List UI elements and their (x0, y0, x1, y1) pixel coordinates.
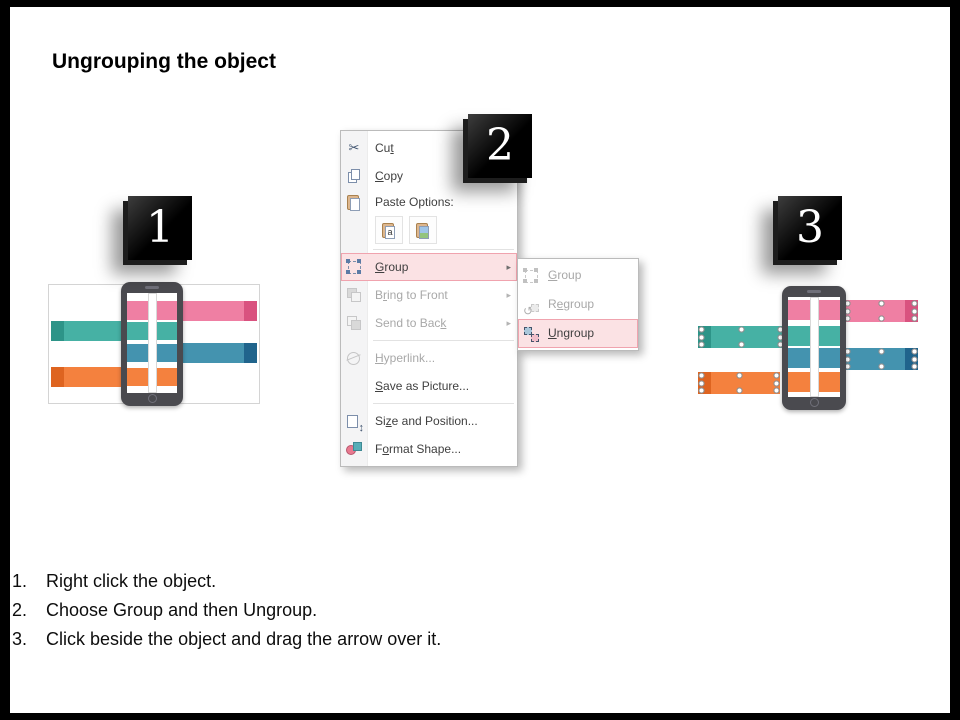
menu-item-label: Hyperlink... (375, 351, 436, 365)
step-2-badge: 2 (468, 114, 532, 178)
step-1-number: 1 (146, 202, 174, 253)
step-3-badge: 3 (778, 196, 842, 260)
copy-icon (346, 168, 362, 184)
phone-screen (788, 297, 840, 397)
regroup-icon (523, 297, 539, 326)
menu-item-label: Format Shape... (375, 442, 462, 456)
smartphone-graphic-selected (782, 286, 846, 410)
submenu-arrow-icon: ▸ (506, 290, 511, 300)
orange-bar (51, 367, 127, 387)
menu-item-cut[interactable]: Cut (341, 134, 517, 162)
screen-center-divider (147, 293, 157, 393)
bring-to-front-icon (346, 287, 362, 303)
smartphone-graphic (121, 282, 183, 406)
scissors-icon (346, 140, 362, 156)
paste-as-picture-button[interactable] (409, 216, 437, 244)
menu-item-label: Ungroup (548, 326, 595, 340)
menu-separator (373, 403, 514, 404)
menu-item-format-shape[interactable]: Format Shape... (341, 435, 517, 463)
menu-item-bring-to-front: Bring to Front ▸ (341, 281, 517, 309)
submenu-item-regroup: Regroup (518, 290, 638, 326)
submenu-arrow-icon: ▸ (506, 318, 511, 328)
menu-item-label: Copy (375, 169, 404, 183)
screen-center-divider (809, 297, 819, 397)
menu-item-label: Paste Options: (375, 195, 454, 209)
paste-icon (346, 194, 362, 211)
step-1-badge: 1 (128, 196, 192, 260)
paste-picture-icon (415, 222, 431, 239)
group-submenu: GroupRegroupUngroup (517, 258, 639, 351)
instruction-number: 2. (12, 600, 28, 620)
menu-item-label: Save as Picture... (375, 379, 470, 393)
instruction-text: Right click the object. (46, 571, 217, 591)
menu-item-label: Group (375, 260, 409, 274)
menu-item-label: Bring to Front (375, 288, 448, 302)
menu-item-send-to-back: Send to Back ▸ (341, 309, 517, 337)
orange-bar-selected (698, 372, 780, 394)
blue-bar (181, 343, 257, 363)
menu-item-label: Send to Back (375, 316, 447, 330)
instruction-number: 3. (12, 629, 28, 649)
phone-screen (127, 293, 177, 393)
frame-top-bar (0, 0, 960, 7)
pink-bar (181, 301, 257, 321)
paste-options-buttons (341, 214, 517, 246)
submenu-arrow-icon: ▸ (506, 262, 511, 272)
step-3-number: 3 (796, 202, 824, 253)
teal-bar (51, 321, 127, 341)
menu-item-label: Size and Position... (375, 414, 478, 428)
size-position-icon (346, 413, 364, 442)
frame-right-bar (950, 0, 960, 720)
paste-keep-formatting-icon (381, 222, 397, 239)
group-icon (346, 259, 362, 275)
grouped-object-example[interactable] (48, 282, 260, 406)
teal-bar-selected (698, 326, 784, 348)
group-icon (523, 267, 539, 284)
paste-keep-source-formatting-button[interactable] (375, 216, 403, 244)
instruction-item: 3. Click beside the object and drag the a… (12, 625, 441, 654)
submenu-item-group: Group (518, 261, 638, 290)
instruction-item: 1. Right click the object. (12, 567, 441, 596)
menu-item-size-and-position[interactable]: Size and Position... (341, 407, 517, 442)
menu-item-save-as-picture[interactable]: Save as Picture... (341, 372, 517, 400)
pink-bar-selected (844, 300, 918, 322)
submenu-item-ungroup[interactable]: Ungroup (518, 319, 638, 348)
menu-separator (373, 340, 514, 341)
send-to-back-icon (346, 315, 362, 331)
instruction-item: 2. Choose Group and then Ungroup. (12, 596, 441, 625)
step-2-number: 2 (486, 120, 514, 171)
menu-item-label: Cut (375, 141, 394, 155)
instruction-text: Choose Group and then Ungroup. (46, 600, 318, 620)
menu-item-paste-options: Paste Options: (341, 190, 517, 214)
menu-item-hyperlink: Hyperlink... (341, 344, 517, 372)
instructions-list: 1. Right click the object. 2. Choose Group … (12, 567, 441, 654)
format-shape-icon (346, 441, 362, 457)
ungroup-icon (523, 326, 539, 342)
menu-item-label: Group (548, 268, 582, 282)
menu-item-label: Regroup (548, 297, 595, 311)
blue-bar-selected (844, 348, 918, 370)
frame-left-bar (0, 0, 10, 720)
menu-separator (373, 249, 514, 250)
ungrouped-object-example[interactable] (698, 286, 920, 410)
menu-item-copy[interactable]: Copy (341, 162, 517, 190)
page-title: Ungrouping the object (52, 50, 276, 73)
frame-bottom-bar (0, 713, 960, 720)
instruction-number: 1. (12, 571, 28, 591)
instruction-text: Click beside the object and drag the arr… (46, 629, 442, 649)
menu-item-group[interactable]: Group ▸ (341, 253, 517, 281)
hyperlink-icon (346, 350, 362, 366)
